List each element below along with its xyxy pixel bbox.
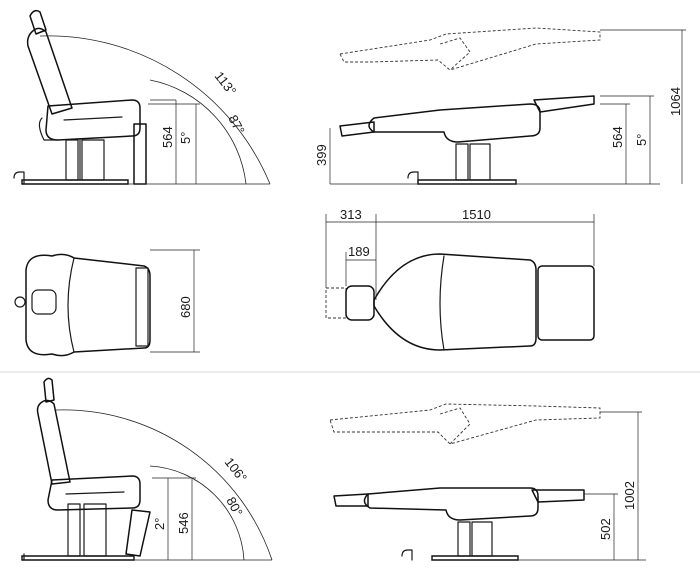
plan-flat-legrest — [537, 265, 595, 341]
label-low-flat-seat-height: 502 — [598, 518, 613, 540]
label-seat-tilt: 5° — [178, 132, 193, 144]
flat-legrest — [533, 95, 595, 113]
low-base — [21, 555, 135, 561]
column-right — [81, 139, 105, 181]
label-flat-seat-height: 564 — [610, 126, 625, 148]
low-recline-min-arc — [149, 465, 245, 561]
label-headrest-height: 399 — [314, 144, 329, 166]
label-head-extension: 313 — [340, 207, 362, 222]
label-low-seat-tilt: 2° — [152, 518, 167, 530]
low-seat — [47, 475, 141, 511]
label-recline-min: 87° — [225, 112, 247, 136]
label-recline-max: 113° — [212, 69, 240, 99]
flat-raised-outline — [339, 27, 601, 71]
label-flat-tilt: 5° — [634, 134, 649, 146]
low-flat-base — [431, 555, 519, 561]
low-flat-raised-outline — [329, 403, 601, 445]
label-seat-height: 564 — [160, 126, 175, 148]
flat-headrest — [339, 121, 375, 137]
headrest — [29, 9, 47, 35]
side-view-upright-low: 106° 80° 2° 546 — [21, 377, 273, 561]
label-width: 680 — [178, 296, 193, 318]
column-left — [65, 139, 79, 181]
side-view-flat: 1064 564 5° 399 — [314, 27, 686, 185]
recline-min-arc — [149, 79, 247, 185]
backrest — [26, 27, 73, 115]
legrest — [133, 123, 147, 185]
label-head-offset: 189 — [348, 244, 370, 259]
label-body-length: 1510 — [462, 207, 491, 222]
chair-base — [21, 179, 129, 185]
low-headrest — [43, 377, 55, 403]
low-backrest — [36, 399, 71, 485]
plan-head-cutout — [31, 289, 57, 315]
plan-view-flat: 313 189 1510 — [325, 207, 595, 351]
low-flat-legrest — [531, 489, 585, 503]
flat-body — [368, 103, 541, 143]
label-total-height: 1064 — [668, 87, 683, 116]
label-low-total-height: 1002 — [622, 481, 637, 510]
side-view-upright: 113° 87° 5° 564 — [13, 9, 271, 185]
flat-base — [417, 179, 517, 185]
low-recline-max-arc — [55, 409, 273, 561]
low-legrest — [125, 509, 151, 557]
low-flat-headrest — [333, 493, 369, 507]
low-flat-body — [363, 487, 539, 521]
plan-flat-headrest — [345, 285, 375, 321]
side-view-flat-low: 1002 502 — [329, 403, 646, 561]
plan-flat-dashed-head — [325, 287, 347, 319]
label-low-recline-max: 106° — [222, 455, 250, 485]
lumbar-curve — [38, 117, 59, 141]
seat-cushion — [45, 99, 141, 141]
plan-view: 680 — [14, 249, 200, 357]
label-low-seat-height: 546 — [176, 512, 191, 534]
foot-pedal — [13, 171, 25, 185]
label-low-recline-min: 80° — [223, 494, 245, 518]
plan-control-knob — [14, 296, 26, 308]
plan-flat-body — [373, 253, 537, 351]
plan-outline — [25, 253, 151, 357]
recline-max-arc — [39, 35, 271, 185]
